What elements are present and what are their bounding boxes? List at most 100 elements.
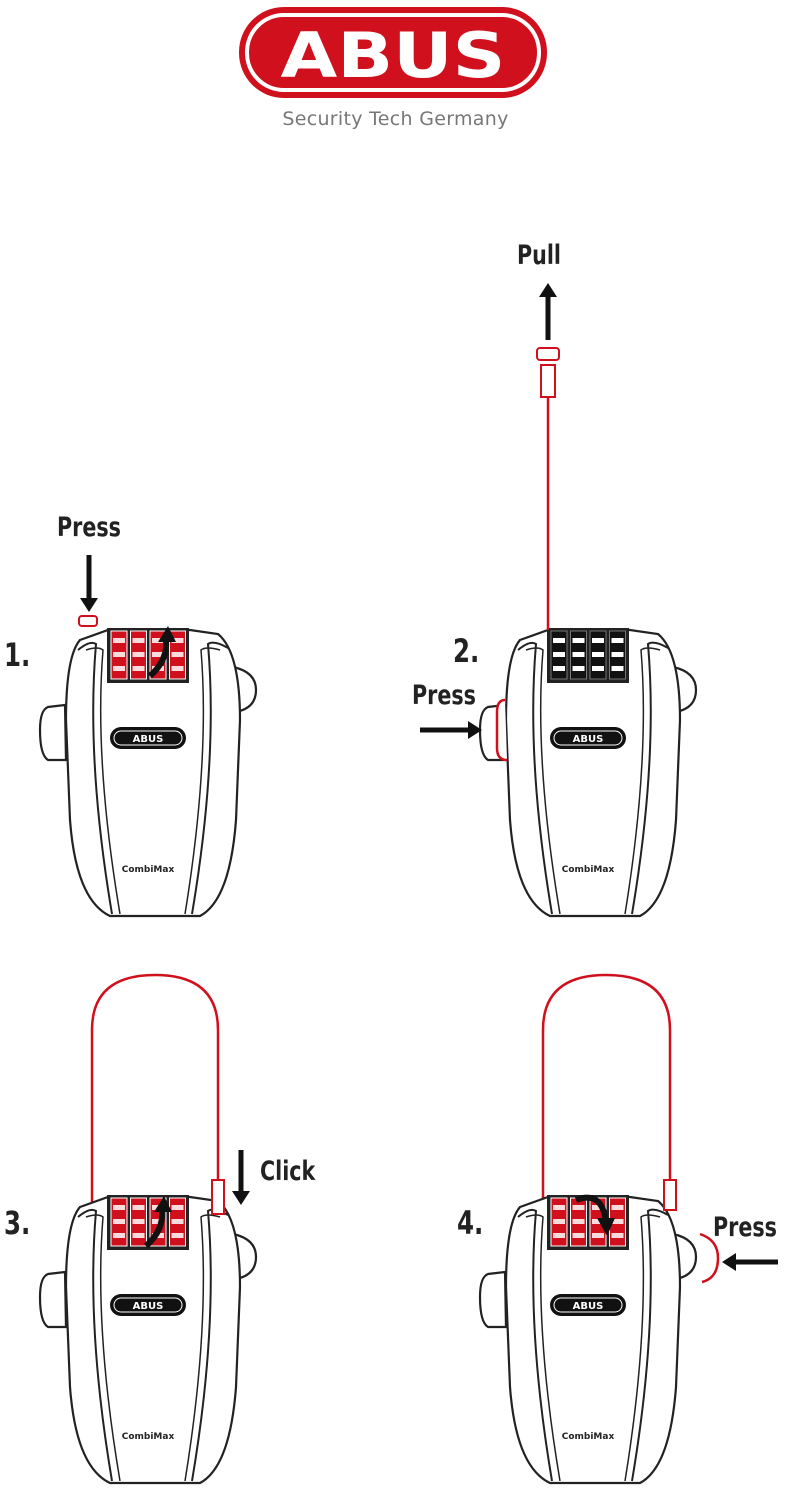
dial-digit — [132, 638, 145, 643]
side-button-red — [699, 1232, 720, 1284]
dial-digit — [592, 666, 604, 671]
badge — [110, 1294, 186, 1316]
dial-digit — [611, 652, 624, 657]
dial-digit — [592, 1205, 604, 1210]
body-band-left-inner — [85, 647, 121, 915]
side-button-left — [478, 1270, 508, 1329]
release-button-red — [78, 615, 98, 627]
badge-logo-text: ABUS — [573, 734, 604, 745]
body-band-left — [77, 641, 113, 915]
dial-digit — [113, 652, 125, 657]
dial-digit — [152, 638, 164, 643]
step4-left-arrow-head — [722, 1253, 736, 1271]
dial-digit — [572, 1205, 585, 1210]
dial-digit — [553, 1233, 565, 1238]
body-band-right-inner — [184, 1214, 221, 1482]
badge — [550, 1294, 626, 1316]
badge — [550, 727, 626, 749]
dial-digit — [113, 1205, 125, 1210]
step1-number: 1. — [4, 636, 31, 674]
step1-down-arrow-head — [80, 598, 98, 612]
cable-plug — [663, 1179, 677, 1211]
cable-plug — [540, 364, 556, 398]
dial-digit — [611, 1219, 624, 1224]
step4-dial-arrow-head — [597, 1218, 615, 1236]
dial-digit — [611, 1205, 624, 1210]
dial-digit — [113, 1219, 125, 1224]
dial-digit — [113, 1233, 125, 1238]
dial-digit — [171, 652, 184, 657]
dial-digit — [611, 1233, 624, 1238]
step3-number: 3. — [4, 1204, 31, 1242]
dial-digit — [553, 652, 565, 657]
body-band-right-inner — [624, 1214, 661, 1482]
body-band-left — [517, 641, 553, 915]
dial-digit — [171, 1233, 184, 1238]
step2-press-label: Press — [412, 680, 476, 711]
dial-digit — [113, 638, 125, 643]
body-band-left-inner — [525, 1214, 561, 1482]
body-band-right — [631, 641, 669, 915]
badge-inner — [553, 730, 623, 746]
step2-right-arrow-head — [468, 721, 482, 739]
lock-4: ABUS CombiMax — [478, 1195, 698, 1485]
dial-digit — [592, 1233, 604, 1238]
dial-digit — [611, 666, 624, 671]
step3-down-arrow-head — [232, 1191, 250, 1205]
body-band-left — [517, 1208, 553, 1482]
model-name-text: CombiMax — [122, 1432, 175, 1442]
cable-plug — [211, 1179, 225, 1215]
step2-pull-label: Pull — [517, 240, 561, 271]
body-band-left-inner — [85, 1214, 121, 1482]
abus-logo: ABUS — [239, 7, 547, 98]
badge-inner — [113, 730, 183, 746]
cable-plug-tip — [536, 347, 560, 361]
cable-loop — [90, 973, 220, 1205]
dial-digit — [592, 652, 604, 657]
body-band-right — [631, 1208, 669, 1482]
side-button-left — [38, 703, 68, 762]
dial-digit — [572, 666, 585, 671]
dial-digit — [572, 1219, 585, 1224]
dial-digit — [553, 1219, 565, 1224]
body-band-left — [77, 1208, 113, 1482]
step4-press-label: Press — [713, 1212, 777, 1243]
badge-logo-text: ABUS — [573, 1301, 604, 1312]
step3-dial-arrow-head — [154, 1196, 172, 1212]
svg-text:ABUS: ABUS — [281, 19, 506, 92]
body-band-right — [191, 641, 229, 915]
dial-digit — [171, 666, 184, 671]
step1-dial-arrow — [147, 639, 170, 679]
badge — [110, 727, 186, 749]
badge-inner — [113, 1297, 183, 1313]
dial-digit — [611, 638, 624, 643]
dial-digit — [171, 1205, 184, 1210]
dial-digit — [553, 666, 565, 671]
step1-dial-arrow-head — [158, 626, 176, 642]
dial-digit — [113, 666, 125, 671]
body-band-right-inner — [184, 647, 221, 915]
side-button-left — [38, 1270, 68, 1329]
step3-dial-arrow — [143, 1209, 166, 1249]
dial-digit — [592, 638, 604, 643]
dial-digit — [152, 652, 164, 657]
dial-digit — [132, 1219, 145, 1224]
dial-digit — [132, 1233, 145, 1238]
dial-digit — [553, 1205, 565, 1210]
dial-digit — [572, 652, 585, 657]
side-button-red — [495, 698, 508, 762]
body-band-right-inner — [624, 647, 661, 915]
dial-digit — [152, 1219, 164, 1224]
dial-digit — [171, 638, 184, 643]
badge-inner — [553, 1297, 623, 1313]
dial-digit — [171, 1219, 184, 1224]
step4-number: 4. — [457, 1204, 484, 1242]
cable-loop — [541, 973, 672, 1205]
step4-dial-arrow — [574, 1194, 609, 1223]
step3-click-label: Click — [260, 1156, 316, 1187]
model-name-text: CombiMax — [562, 1432, 615, 1442]
step1-press-label: Press — [57, 512, 121, 543]
